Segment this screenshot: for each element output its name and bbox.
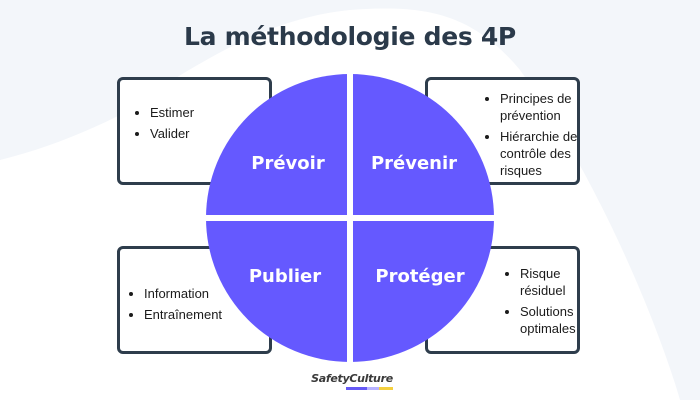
bullet-box-proteger: Risque résiduel Solutions optimales [425, 246, 580, 354]
quadrant-label-publier: Publier [248, 266, 322, 287]
quadrant-label-prevenir: Prévenir [370, 153, 458, 174]
bullet-list: Principes de prévention Hiérarchie de co… [480, 90, 580, 183]
quadrant-prevenir [353, 74, 494, 215]
quadrant-publier [206, 221, 347, 362]
bullet-item: Hiérarchie de contrôle des risques [480, 128, 580, 179]
quadrant-proteger [353, 221, 494, 362]
bullet-item: Solutions optimales [500, 303, 580, 337]
bullet-list: Risque résiduel Solutions optimales [500, 265, 580, 341]
quadrant-prevoir [206, 74, 347, 215]
bullet-list: Information Entraînement [124, 285, 222, 327]
quadrant-label-proteger: Protéger [375, 266, 465, 287]
bullet-item: Principes de prévention [480, 90, 580, 124]
bullet-list: Estimer Valider [130, 104, 194, 146]
bullet-item: Information [124, 285, 222, 302]
bullet-item: Risque résiduel [500, 265, 580, 299]
quadrant-label-prevoir: Prévoir [251, 153, 325, 174]
bullet-item: Valider [130, 125, 194, 142]
diagram-title: La méthodologie des 4P [184, 22, 516, 51]
safetyculture-logo: SafetyCulture [311, 372, 393, 385]
bullet-item: Entraînement [124, 306, 222, 323]
four-p-circle [206, 74, 494, 362]
logo-underline-icon [346, 387, 393, 390]
bullet-item: Estimer [130, 104, 194, 121]
